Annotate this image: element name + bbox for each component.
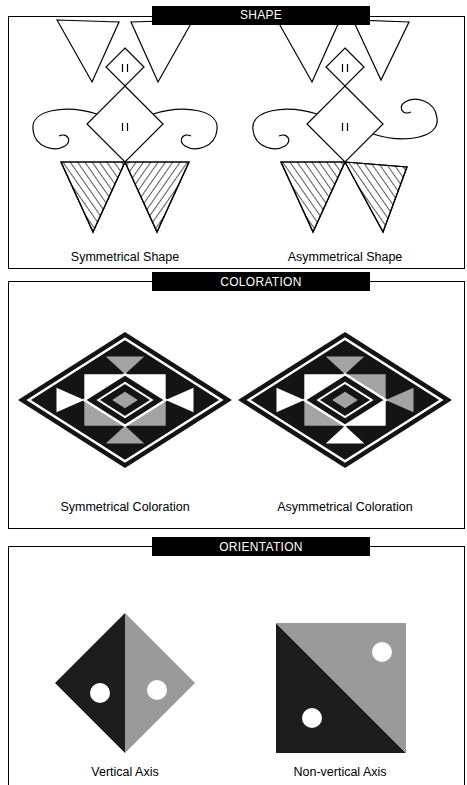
tally-mark xyxy=(127,123,128,131)
leg-triangle xyxy=(125,162,189,232)
center-diamond xyxy=(332,392,358,408)
tally-mark xyxy=(127,64,128,72)
center-diamond xyxy=(112,392,138,408)
figure-caption: Vertical Axis xyxy=(91,765,158,780)
dark-half xyxy=(55,613,125,753)
pattern-triangle xyxy=(326,426,365,444)
tally-mark xyxy=(122,64,123,72)
rug-diamond xyxy=(18,332,232,468)
outer-diamond xyxy=(238,332,452,468)
panel-heading: COLORATION xyxy=(220,275,301,289)
head-diamond xyxy=(106,48,144,86)
leg-triangle xyxy=(125,162,189,232)
curl-stroke xyxy=(153,109,217,148)
panel-heading: ORIENTATION xyxy=(219,540,303,554)
wing-triangle xyxy=(277,20,339,82)
tally-mark xyxy=(342,64,343,72)
figure-caption: Asymmetrical Shape xyxy=(288,250,403,265)
panel-frame xyxy=(9,17,465,269)
pattern-triangle xyxy=(386,388,414,412)
shape-figure xyxy=(33,20,217,232)
tally-mark xyxy=(122,123,123,131)
head-diamond xyxy=(326,48,364,86)
curl-stroke xyxy=(373,99,437,138)
white-dot xyxy=(302,708,322,728)
header-band: ORIENTATION xyxy=(152,537,370,556)
panel-frame xyxy=(9,282,465,529)
outer-diamond xyxy=(18,332,232,468)
white-dot xyxy=(147,680,167,700)
leg-triangle xyxy=(345,162,407,232)
header-band: SHAPE xyxy=(152,6,370,25)
curl-stroke xyxy=(33,109,97,148)
rug-diamond xyxy=(238,332,452,468)
center-diamond xyxy=(84,374,165,426)
figure-caption: Asymmetrical Coloration xyxy=(277,500,412,515)
pattern-triangle xyxy=(106,426,145,444)
center-diamond xyxy=(304,374,385,426)
pattern-triangle xyxy=(326,356,365,374)
border-line xyxy=(249,339,442,461)
border-line xyxy=(29,339,222,461)
curl-stroke xyxy=(253,109,317,148)
leg-triangle xyxy=(345,162,407,232)
leg-triangle xyxy=(281,162,345,232)
figure-caption: Symmetrical Coloration xyxy=(60,500,189,515)
orientation-figure xyxy=(55,613,195,753)
header-band: COLORATION xyxy=(152,272,370,291)
center-diamond xyxy=(318,383,372,417)
wing-triangle xyxy=(131,20,193,82)
pattern-triangle xyxy=(166,388,194,412)
grey-half xyxy=(125,613,195,753)
panel-heading: SHAPE xyxy=(240,8,282,22)
pattern-triangle xyxy=(277,388,305,412)
tally-mark xyxy=(347,64,348,72)
pattern-triangle xyxy=(106,356,145,374)
figure-caption: Symmetrical Shape xyxy=(71,250,179,265)
white-dot xyxy=(90,683,110,703)
leg-triangle xyxy=(61,162,125,232)
pattern-triangle xyxy=(57,388,85,412)
grey-half xyxy=(276,623,406,753)
tally-mark xyxy=(347,123,348,131)
leg-triangle xyxy=(281,162,345,232)
wing-triangle xyxy=(57,20,119,82)
body-diamond xyxy=(307,86,383,162)
body-diamond xyxy=(87,86,163,162)
panel-frame xyxy=(9,547,465,785)
shape-figure xyxy=(253,20,437,232)
dark-half xyxy=(276,623,406,753)
tally-mark xyxy=(342,123,343,131)
orientation-figure xyxy=(276,623,406,753)
leg-triangle xyxy=(61,162,125,232)
wing-triangle xyxy=(353,20,409,80)
white-dot xyxy=(372,642,392,662)
center-diamond xyxy=(98,383,152,417)
figure-caption: Non-vertical Axis xyxy=(293,765,386,780)
